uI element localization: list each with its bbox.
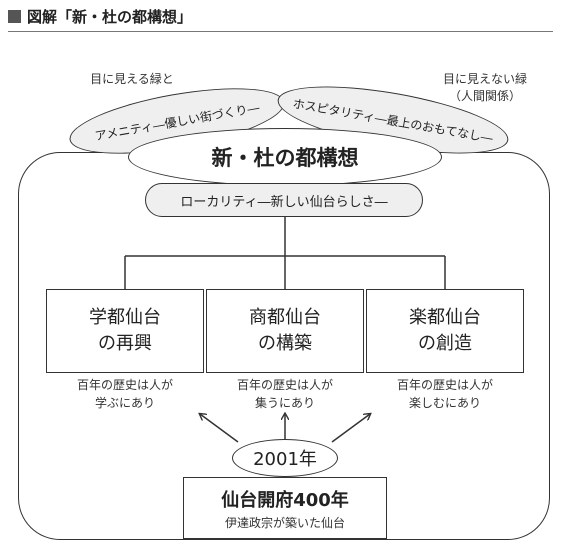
- box-commerce-line1: 商都仙台: [249, 306, 321, 328]
- caption-academic-line1: 百年の歴史は人が: [76, 378, 173, 392]
- invisible-green-label: 目に見えない緑 （人間関係）: [420, 70, 550, 104]
- header-square-icon: [8, 10, 21, 23]
- main-title: 新・杜の都構想: [211, 146, 359, 170]
- arrow-left: [200, 414, 239, 443]
- caption-commerce-line1: 百年の歴史は人が: [236, 378, 333, 392]
- caption-academic: 百年の歴史は人が 学ぶにあり: [41, 376, 209, 412]
- figure-title: 図解「新・杜の都構想」: [27, 8, 193, 26]
- figure-header: 図解「新・杜の都構想」: [8, 6, 192, 27]
- caption-academic-line2: 学ぶにあり: [94, 396, 155, 410]
- locality-pill: ローカリティ―新しい仙台らしさ―: [145, 183, 423, 217]
- caption-commerce: 百年の歴史は人が 集うにあり: [201, 376, 369, 412]
- anniversary-subtitle: 伊達政宗が築いた仙台: [224, 515, 345, 530]
- caption-music-line1: 百年の歴史は人が: [396, 378, 493, 392]
- anniversary-box: 仙台開府400年 伊達政宗が築いた仙台: [183, 477, 387, 539]
- box-academic-line1: 学都仙台: [89, 306, 161, 328]
- box-academic-line2: の再興: [98, 333, 152, 354]
- year-text: 2001年: [253, 449, 317, 470]
- header-divider: [8, 31, 553, 32]
- locality-text: ローカリティ―新しい仙台らしさ―: [180, 194, 388, 210]
- year-ellipse: 2001年: [232, 439, 338, 477]
- arrow-right: [331, 414, 370, 443]
- box-music-line2: の創造: [418, 333, 472, 354]
- caption-music-line2: 楽しむにあり: [408, 396, 481, 410]
- box-music: 楽都仙台 の創造: [366, 289, 524, 373]
- caption-commerce-line2: 集うにあり: [254, 396, 315, 410]
- visible-green-label: 目に見える緑と: [90, 72, 174, 86]
- box-music-line1: 楽都仙台: [409, 306, 481, 328]
- invisible-green-line2: （人間関係）: [448, 89, 521, 103]
- box-commerce-line2: の構築: [258, 333, 312, 354]
- anniversary-title: 仙台開府400年: [221, 489, 349, 511]
- caption-music: 百年の歴史は人が 楽しむにあり: [361, 376, 529, 412]
- invisible-green-line1: 目に見えない緑: [442, 72, 527, 86]
- main-concept-ellipse: 新・杜の都構想: [128, 128, 442, 186]
- box-commerce: 商都仙台 の構築: [206, 289, 364, 373]
- box-academic: 学都仙台 の再興: [46, 289, 204, 373]
